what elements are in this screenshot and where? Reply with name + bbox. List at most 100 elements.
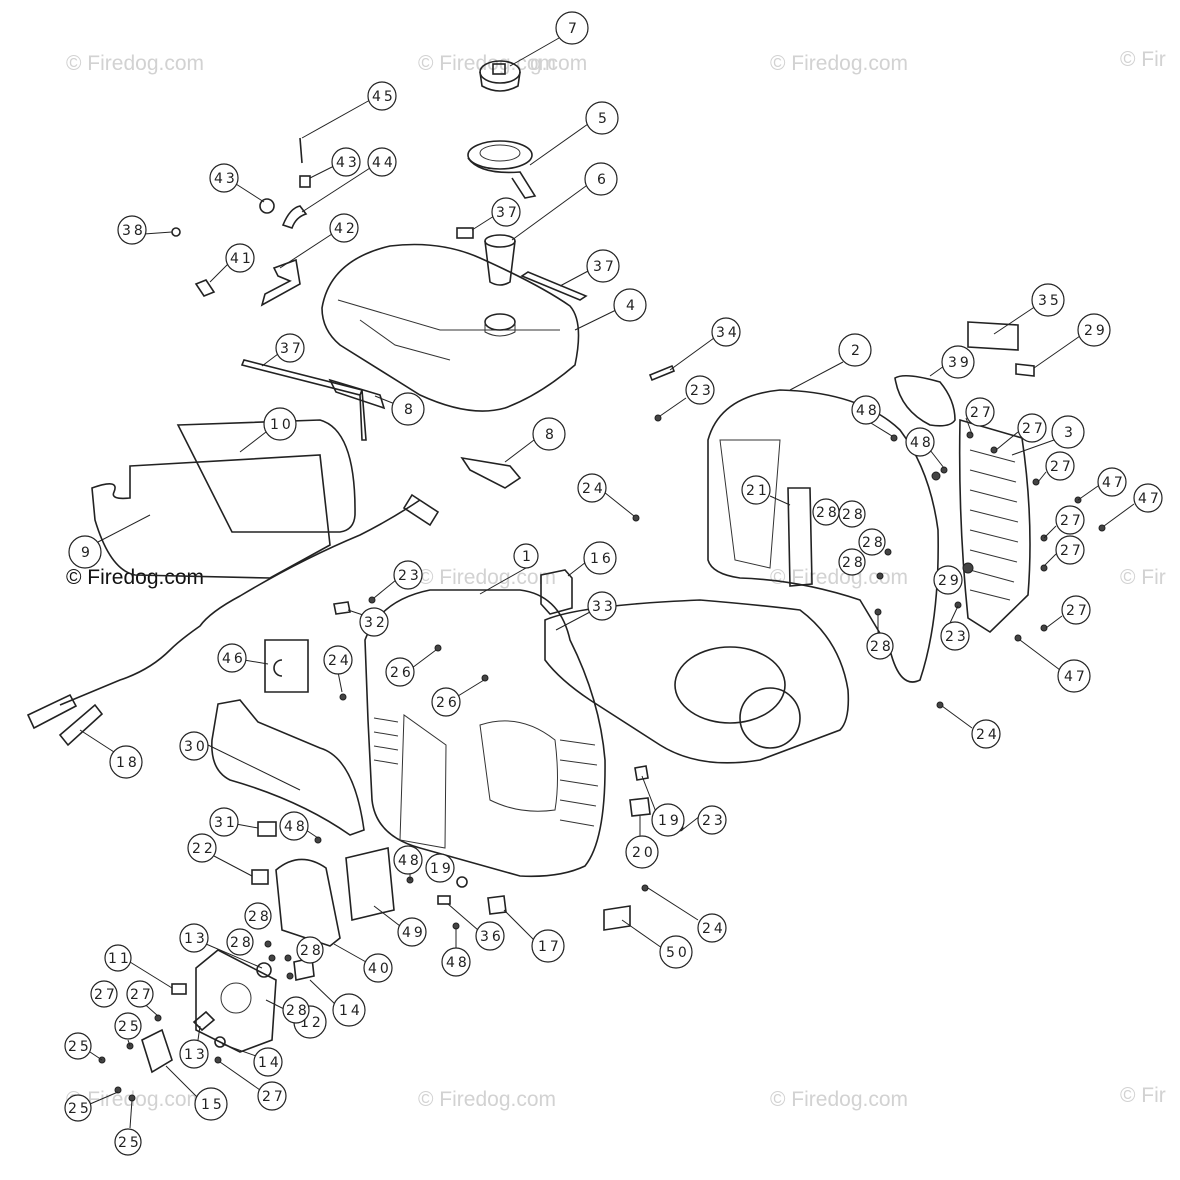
callout-4: 4 xyxy=(626,298,638,314)
callout-14b: 14 xyxy=(258,1055,282,1071)
callout-28c: 28 xyxy=(862,535,886,551)
callout-19b: 19 xyxy=(430,861,454,877)
callout-50: 50 xyxy=(666,945,690,961)
callout-23a: 23 xyxy=(690,383,714,399)
part-charging-cable xyxy=(26,493,440,747)
callout-19a: 19 xyxy=(658,813,682,829)
part-pin-34 xyxy=(648,364,676,382)
callout-38: 38 xyxy=(122,223,146,239)
callout-46: 46 xyxy=(222,651,246,667)
callout-8b: 8 xyxy=(545,427,557,443)
part-tag-36 xyxy=(437,895,451,905)
part-base-frame xyxy=(544,599,850,764)
part-air-vent xyxy=(894,374,956,427)
callout-24c: 24 xyxy=(976,727,1000,743)
part-gasket-disc xyxy=(264,639,309,693)
callout-37c: 37 xyxy=(280,341,304,357)
callout-47a: 47 xyxy=(1102,475,1126,491)
callout-23b: 23 xyxy=(398,568,422,584)
callout-14a: 14 xyxy=(339,1003,363,1019)
callout-28i: 28 xyxy=(286,1003,310,1019)
part-inverter-panel xyxy=(787,487,813,587)
callout-20: 20 xyxy=(632,845,656,861)
callout-13b: 13 xyxy=(184,1047,208,1063)
callout-27c: 27 xyxy=(1050,459,1074,475)
callout-22: 22 xyxy=(192,841,216,857)
callout-33: 33 xyxy=(592,599,616,615)
part-hose-elbow xyxy=(281,205,308,230)
watermark: © Firedog.com xyxy=(66,52,205,75)
part-breaker xyxy=(192,1010,216,1032)
callout-10: 10 xyxy=(270,417,294,433)
part-clip xyxy=(194,279,216,297)
part-front-housing xyxy=(364,589,606,878)
callout-43b: 43 xyxy=(336,155,360,171)
callout-24d: 24 xyxy=(702,921,726,937)
callout-48c: 48 xyxy=(284,819,308,835)
callout-28f: 28 xyxy=(248,909,272,925)
callout-25d: 25 xyxy=(118,1135,142,1151)
part-label-31 xyxy=(257,821,277,837)
callout-48b: 48 xyxy=(910,435,934,451)
part-pad-strip xyxy=(520,271,588,301)
callout-23d: 23 xyxy=(702,813,726,829)
part-strainer-ring xyxy=(467,140,537,199)
callout-16: 16 xyxy=(590,551,614,567)
part-plate-hole xyxy=(220,982,252,1014)
callout-11: 11 xyxy=(108,951,132,967)
callout-8a: 8 xyxy=(404,402,416,418)
part-label-29 xyxy=(1015,363,1035,377)
callout-36: 36 xyxy=(480,929,504,945)
callout-25a: 25 xyxy=(68,1039,92,1055)
callout-26b: 26 xyxy=(436,695,460,711)
watermark-main: © Firedog.com xyxy=(66,566,205,589)
part-lamp xyxy=(171,983,187,995)
callout-5: 5 xyxy=(598,111,610,127)
part-pad-long xyxy=(240,359,367,441)
callout-47b: 47 xyxy=(1138,491,1162,507)
callout-40: 40 xyxy=(368,961,392,977)
watermark: © Fir xyxy=(1120,1084,1166,1107)
part-switch xyxy=(487,895,507,915)
watermark: © Fir xyxy=(1120,48,1166,71)
callout-24b: 24 xyxy=(328,653,352,669)
part-tag-32 xyxy=(333,601,351,615)
callout-27d: 27 xyxy=(1060,513,1084,529)
part-relay-box xyxy=(540,569,573,615)
callout-28g: 28 xyxy=(230,935,254,951)
part-rear-housing xyxy=(707,389,939,683)
part-base-sheet xyxy=(91,454,331,579)
callout-27a: 27 xyxy=(970,405,994,421)
callout-2: 2 xyxy=(851,343,863,359)
callout-27e: 27 xyxy=(1060,543,1084,559)
watermark: © Firedog.com xyxy=(770,566,909,589)
callouts: 1 2 3 4 5 6 7 8 8 9 xyxy=(64,11,1163,1156)
callout-47c: 47 xyxy=(1064,669,1088,685)
watermark: © Firedog.com xyxy=(418,566,557,589)
callout-26a: 26 xyxy=(390,665,414,681)
callout-27f: 27 xyxy=(1066,603,1090,619)
callout-1: 1 xyxy=(522,549,534,565)
callout-13a: 13 xyxy=(184,931,208,947)
part-pin xyxy=(299,137,303,164)
screw-markers xyxy=(98,414,1106,1102)
callout-39: 39 xyxy=(948,355,972,371)
part-side-gasket xyxy=(211,699,365,836)
callout-18: 18 xyxy=(116,755,140,771)
watermark: g.com xyxy=(530,52,588,75)
part-clip-19 xyxy=(634,765,649,781)
callout-23c: 23 xyxy=(945,629,969,645)
callout-27b: 27 xyxy=(1022,421,1046,437)
part-panel-cover xyxy=(345,847,395,921)
part-insulation-sheet xyxy=(176,419,356,533)
callout-37a: 37 xyxy=(496,205,520,221)
callout-37b: 37 xyxy=(593,259,617,275)
callout-29b: 29 xyxy=(938,573,962,589)
part-clip-20 xyxy=(629,797,651,817)
callout-48e: 48 xyxy=(446,955,470,971)
callout-25b: 25 xyxy=(118,1019,142,1035)
part-bracket-lower xyxy=(460,456,522,489)
part-washer-14 xyxy=(214,1036,226,1048)
callout-3: 3 xyxy=(1064,425,1076,441)
